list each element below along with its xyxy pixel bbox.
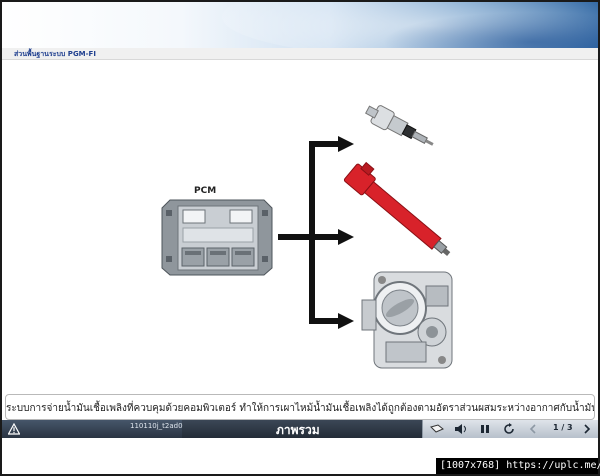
resolution-stamp: [1007x768] https://uplc.me/ xyxy=(436,458,600,474)
volume-icon[interactable] xyxy=(453,422,469,436)
throttle-body-image xyxy=(361,271,453,369)
diagram-stage: PCM xyxy=(2,60,598,390)
fuel-injector-image xyxy=(365,105,434,146)
module-code: 110110j_t2ad0 xyxy=(130,422,183,430)
pcm-label: PCM xyxy=(194,186,216,196)
narration-caption: ระบบการจ่ายน้ำมันเชื้อเพลิงที่ควบคุมด้วย… xyxy=(5,394,595,420)
module-title-bar: ส่วนพื้นฐานระบบ PGM-FI xyxy=(2,48,598,60)
signal-arrows xyxy=(278,136,354,329)
player-toolbar: 110110j_t2ad0 ภาพรวม 1 / 3 xyxy=(2,420,598,438)
replay-icon[interactable] xyxy=(501,422,517,436)
next-arrow-icon[interactable] xyxy=(579,422,595,436)
ignition-coil-image xyxy=(343,161,451,256)
page-indicator: 1 / 3 xyxy=(553,423,573,432)
window-bottom xyxy=(2,438,598,458)
caption-text: ระบบการจ่ายน้ำมันเชื้อเพลิงที่ควบคุมด้วย… xyxy=(6,403,594,414)
warning-icon[interactable] xyxy=(8,423,20,435)
pcm-output-diagram: PCM xyxy=(161,105,453,369)
toolbar-info-panel: 110110j_t2ad0 xyxy=(2,420,183,438)
pcm-module-image xyxy=(161,199,273,276)
previous-arrow-icon[interactable] xyxy=(525,422,541,436)
module-title: ส่วนพื้นฐานระบบ PGM-FI xyxy=(14,50,96,58)
header-banner xyxy=(2,2,598,48)
toolbar-controls: 1 / 3 xyxy=(422,420,598,438)
pause-icon[interactable] xyxy=(477,422,493,436)
section-title: ภาพรวม xyxy=(276,423,320,437)
notes-icon[interactable] xyxy=(429,422,445,436)
